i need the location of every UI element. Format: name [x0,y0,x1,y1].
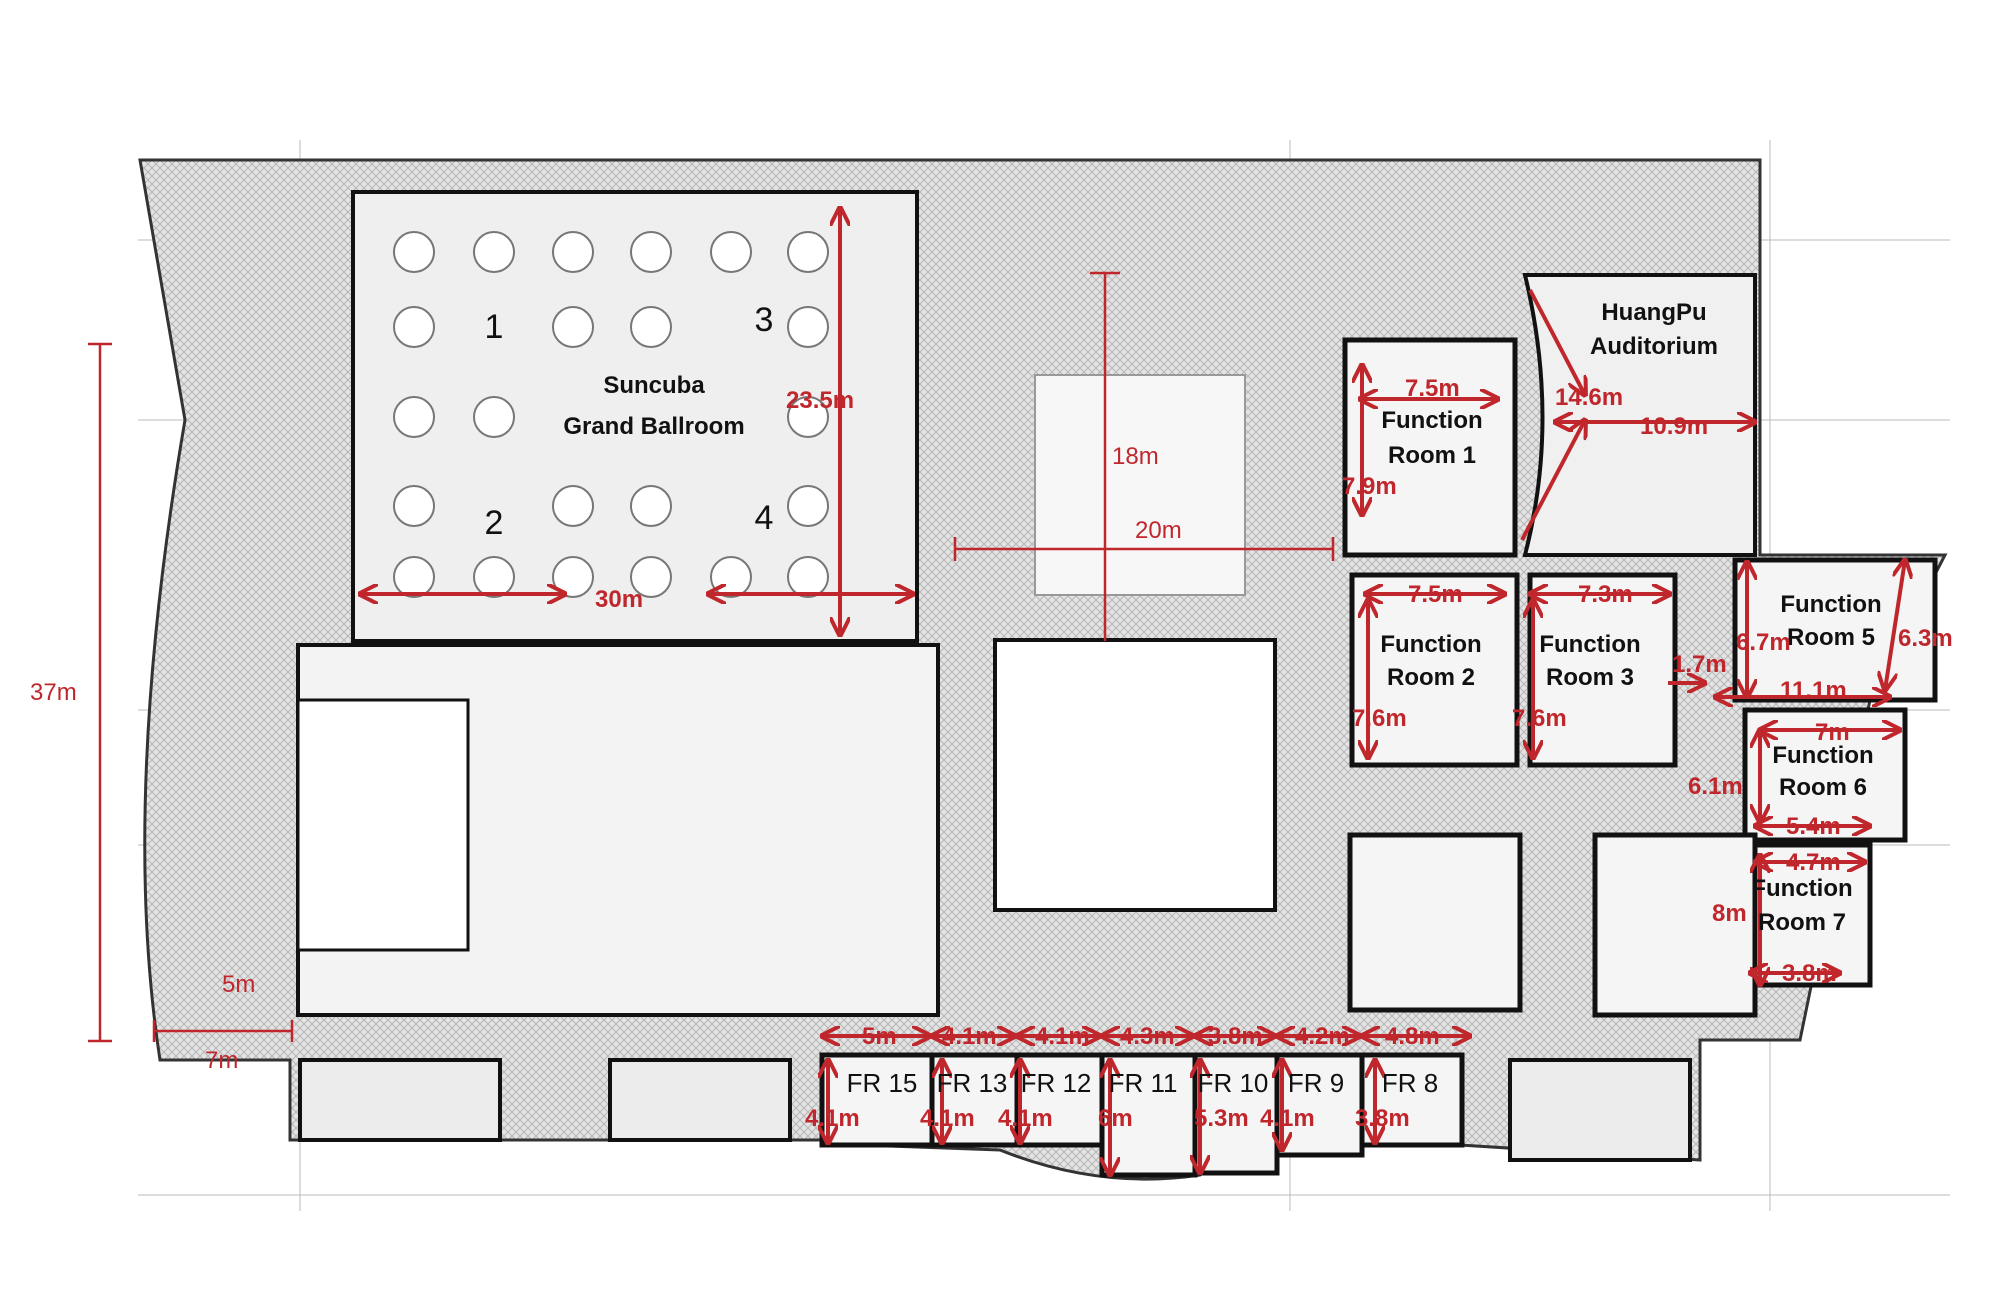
small-rooms: FR 15 FR 13 FR 12 FR 11 FR 10 FR 9 FR 8 … [805,1023,1440,1132]
fr11-depth: 6m [1098,1105,1133,1132]
corridor-length-label: 7m [205,1047,238,1074]
room5-depth-left-label: 6.7m [1736,629,1791,656]
ballroom-height-label: 23.5m [786,387,854,414]
room1-width-label: 7.5m [1405,375,1460,402]
room5-depth-right-label: 6.3m [1898,625,1953,652]
fr15-depth: 4.1m [805,1105,860,1132]
room7-name-line1: Function [1751,875,1852,902]
room2-width-label: 7.5m [1408,581,1463,608]
ballroom-name-line2: Grand Ballroom [563,413,744,440]
room6-depth-label: 6.1m [1688,773,1743,800]
stair-east [1508,1058,1692,1162]
room5-name-line1: Function [1780,591,1881,618]
room1-name-line2: Room 1 [1388,442,1476,469]
room7-name-line2: Room 7 [1758,909,1846,936]
room7-width-bottom-label: 3.8m [1782,960,1837,987]
room6-width-top-label: 7m [1815,719,1850,746]
room1-name-line1: Function [1381,407,1482,434]
fr11-width: 4.3m [1120,1023,1175,1050]
auditorium-name-line2: Auditorium [1590,333,1718,360]
room6-name-line2: Room 6 [1779,774,1867,801]
fr11-name: FR 11 [1109,1068,1178,1098]
room1-depth-label: 7.9m [1342,473,1397,500]
room5-width-label: 11.1m [1780,677,1847,704]
room6-name-line1: Function [1772,742,1873,769]
fr13-name: FR 13 [937,1068,1008,1098]
corridor-width-label: 5m [222,971,255,998]
restrooms-west [296,698,470,952]
room2-depth-label: 7.6m [1352,705,1407,732]
fr12-width: 4.1m [1035,1023,1090,1050]
fr12-name: FR 12 [1021,1068,1092,1098]
elevator-core [993,638,1277,912]
room5-name-line2: Room 5 [1787,624,1875,651]
room2-name-line1: Function [1380,631,1481,658]
room3-depth-label: 7.6m [1512,705,1567,732]
auditorium-depth-label: 14.6m [1555,384,1623,411]
fr9-width: 4.2m [1295,1023,1350,1050]
fr12-depth: 4.1m [998,1105,1053,1132]
stair-south [608,1058,792,1142]
room7-depth-label: 8m [1712,900,1747,927]
ballroom-section-1: 1 [485,308,504,346]
room3-name-line1: Function [1539,631,1640,658]
room3-name-line2: Room 3 [1546,664,1634,691]
room3-gap-label: 1.7m [1672,651,1727,678]
room3-width-label: 7.3m [1578,581,1633,608]
room6-width-bottom-label: 5.4m [1786,813,1841,840]
auditorium-width-label: 10.9m [1640,413,1708,440]
fr15-width: 5m [862,1023,897,1050]
lobby [1034,374,1246,596]
lobby-length-label: 18m [1112,443,1159,470]
stair-west [298,1058,502,1142]
fr15-name: FR 15 [847,1068,918,1098]
fr10-name: FR 10 [1198,1068,1269,1098]
ballroom-name-line1: Suncuba [603,372,705,399]
fr9-name: FR 9 [1288,1068,1344,1098]
room7-width-top-label: 4.7m [1786,849,1841,876]
function-room-walls [1342,337,1938,1018]
fr13-depth: 4.1m [920,1105,975,1132]
fr9-depth: 4.1m [1260,1105,1315,1132]
fr13-width: 4.1m [942,1023,997,1050]
fr10-width: 3.8m [1208,1023,1263,1050]
auditorium-name-line1: HuangPu [1601,299,1706,326]
fr8-depth: 3.8m [1355,1105,1410,1132]
fr8-name: FR 8 [1382,1068,1438,1098]
ballroom-section-2: 2 [485,504,504,542]
fr10-depth: 5.3m [1194,1105,1249,1132]
ballroom-section-3: 3 [755,301,774,339]
dimension-lines [88,208,1905,1175]
room2-name-line2: Room 2 [1387,664,1475,691]
overall-height-label: 37m [30,679,77,706]
lobby-width-label: 20m [1135,517,1182,544]
ballroom-width-label: 30m [595,586,643,613]
fr8-width: 4.8m [1385,1023,1440,1050]
ballroom-section-4: 4 [755,499,774,537]
